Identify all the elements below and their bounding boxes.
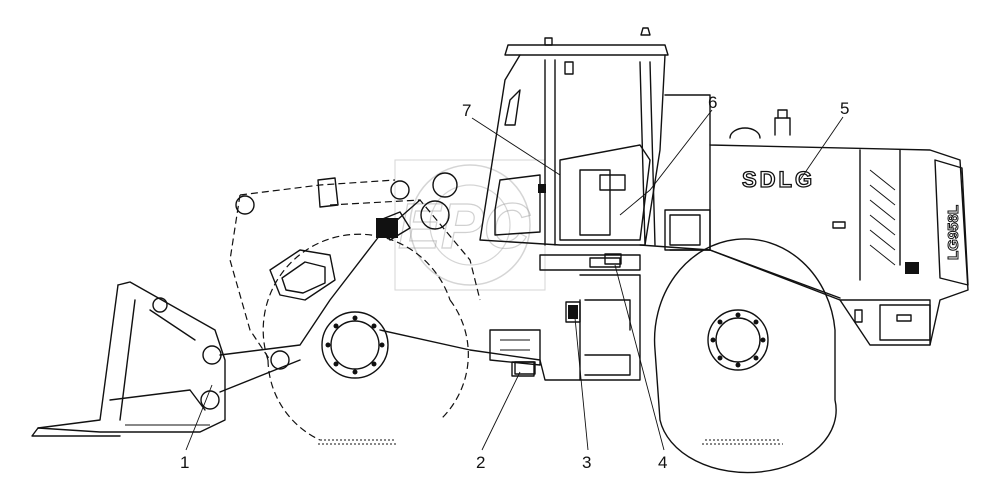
front-wheel (262, 233, 469, 441)
callout-4: 4 (658, 453, 667, 472)
model-label: LG958L (945, 205, 962, 260)
ground-lines (318, 439, 783, 445)
callout-3: 3 (582, 453, 591, 472)
lift-arm (219, 172, 481, 393)
leader-lines (185, 109, 844, 451)
bucket (31, 281, 226, 437)
rear-wheel (653, 238, 837, 474)
chassis (379, 254, 641, 381)
callout-5: 5 (840, 99, 849, 118)
callout-6: 6 (708, 93, 717, 112)
decal-marks (376, 184, 622, 377)
cab (479, 27, 669, 246)
callout-7: 7 (462, 101, 471, 120)
callout-2: 2 (476, 453, 485, 472)
engine-hood (639, 94, 969, 346)
brand-label: SDLG (742, 167, 815, 192)
callout-1: 1 (180, 453, 189, 472)
watermark-text: EPC (398, 190, 530, 262)
watermark-gear-icon (394, 159, 546, 291)
